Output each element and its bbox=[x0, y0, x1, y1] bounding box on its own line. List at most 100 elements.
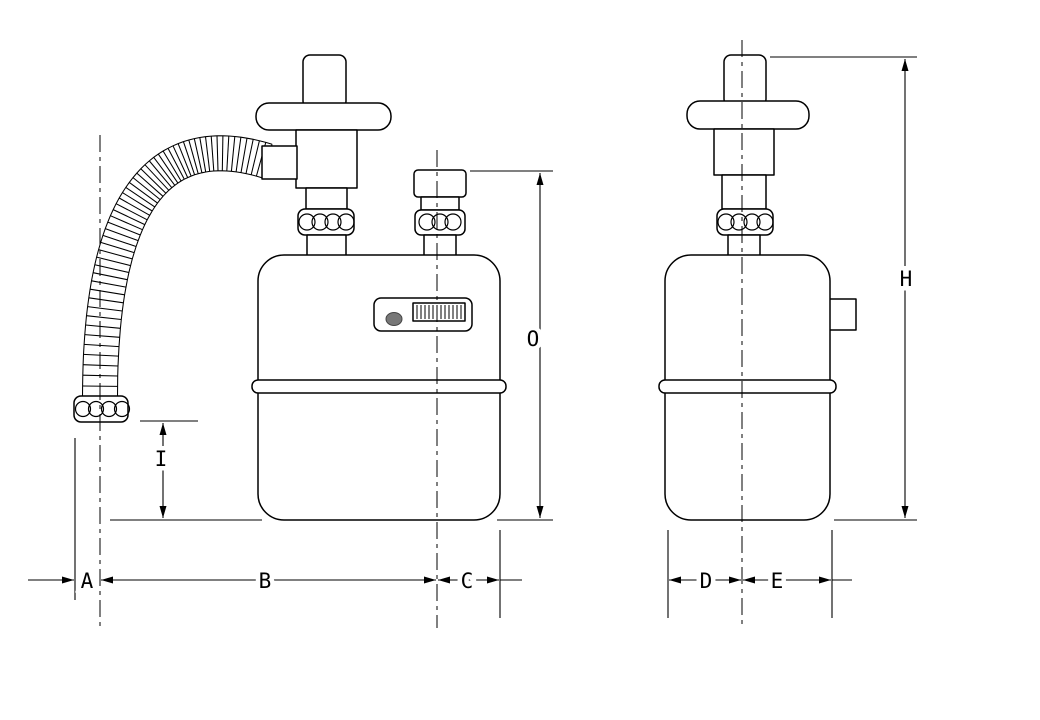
side-inlet-nut bbox=[716, 208, 774, 236]
hose-corrugation-rib bbox=[87, 306, 123, 312]
hose-corrugation-rib bbox=[105, 228, 139, 242]
side-regulator-body bbox=[713, 128, 775, 176]
hose-corrugation-rib bbox=[182, 141, 196, 175]
side-regulator-cap bbox=[686, 100, 810, 130]
hose-corrugation-rib bbox=[188, 139, 199, 174]
hose-corrugation-rib bbox=[221, 135, 224, 171]
hose-corrugation-rib bbox=[167, 148, 185, 180]
hose-corrugation-rib bbox=[125, 186, 156, 208]
dim-label-B: B bbox=[259, 569, 272, 593]
hose-corrugation-rib bbox=[230, 136, 236, 172]
front-outlet-stub bbox=[423, 234, 457, 257]
hose-corrugation-rib bbox=[240, 138, 248, 173]
hose-end-nut-knurl-icon bbox=[87, 400, 105, 418]
hose-corrugation-rib bbox=[84, 343, 120, 348]
extension-lines bbox=[74, 56, 917, 618]
dim-label-E: E bbox=[771, 569, 784, 593]
hose-corrugation-rib bbox=[216, 135, 219, 171]
hose-corrugation-rib bbox=[193, 138, 203, 173]
hose-corrugation-rib bbox=[210, 136, 215, 172]
front-outlet-nut-knurl-icon bbox=[418, 213, 436, 231]
dim-label-A: A bbox=[81, 569, 94, 593]
centerlines bbox=[99, 40, 743, 628]
test-dial-icon bbox=[385, 312, 403, 326]
front-view bbox=[73, 54, 507, 521]
side-outlet-boss bbox=[828, 298, 857, 331]
hose-corrugation-rib bbox=[90, 288, 125, 296]
side-body-seam bbox=[658, 379, 837, 394]
front-outlet-pipe bbox=[420, 196, 460, 211]
hose-corrugation-rib bbox=[162, 150, 182, 182]
hose-corrugation-rib bbox=[144, 164, 170, 191]
hose-corrugation-rib bbox=[85, 324, 121, 329]
hose-corrugation-rib bbox=[148, 160, 173, 189]
side-regulator-neck bbox=[721, 174, 767, 210]
front-inlet-nut-knurl-icon bbox=[337, 213, 355, 231]
hose-corrugation-rib bbox=[112, 209, 146, 226]
hose-corrugation-rib bbox=[115, 203, 148, 221]
side-inlet-nut-knurl-icon bbox=[743, 213, 761, 231]
hose-corrugation-rib bbox=[153, 156, 176, 186]
side-view bbox=[658, 54, 857, 521]
hose-corrugation-rib bbox=[250, 140, 260, 175]
hose-corrugation-rib bbox=[91, 280, 127, 288]
hose-corrugation-rib bbox=[110, 215, 143, 231]
front-hose-elbow bbox=[261, 145, 298, 180]
hose-end-nut-knurl-icon bbox=[113, 400, 131, 418]
side-regulator-stem bbox=[723, 54, 767, 107]
hose-edge bbox=[81, 135, 273, 398]
side-inlet-nut-knurl-icon bbox=[730, 213, 748, 231]
hose-corrugation-rib bbox=[172, 145, 189, 178]
front-inlet-nut-knurl-icon bbox=[324, 213, 342, 231]
hose-corrugation-rib bbox=[204, 136, 211, 172]
flexible-hose-icon bbox=[81, 135, 273, 398]
dimension-lines bbox=[28, 59, 909, 584]
front-outlet-cap bbox=[413, 169, 467, 198]
hose-corrugation-rib bbox=[100, 241, 135, 254]
hose-corrugation-rib bbox=[98, 249, 133, 260]
side-inlet-nut-knurl-icon bbox=[756, 213, 774, 231]
front-outlet-nut-knurl-icon bbox=[444, 213, 462, 231]
front-inlet-nut-knurl-icon bbox=[298, 213, 316, 231]
side-inlet-stub bbox=[727, 234, 761, 257]
front-inlet-nut-knurl-icon bbox=[311, 213, 329, 231]
hose-corrugation-rib bbox=[199, 137, 207, 173]
hose-corrugation-rib bbox=[177, 143, 192, 177]
front-outlet-nut-knurl-icon bbox=[431, 213, 449, 231]
hose-corrugation-rib bbox=[128, 181, 158, 204]
dim-label-D: D bbox=[700, 569, 713, 593]
front-regulator-body bbox=[295, 129, 358, 189]
dim-label-H: H bbox=[900, 267, 913, 291]
hose-corrugation-rib bbox=[86, 315, 122, 321]
hose-corrugation-rib bbox=[83, 364, 119, 367]
front-inlet-stub bbox=[306, 234, 347, 257]
front-inlet-pipe bbox=[305, 187, 348, 210]
front-body-seam bbox=[251, 379, 507, 394]
hose-corrugation-rib bbox=[92, 272, 128, 281]
dim-label-I: I bbox=[155, 447, 168, 471]
hose-corrugation-rib bbox=[157, 153, 179, 184]
hose-corrugation-rib bbox=[84, 334, 120, 338]
dim-label-O: O bbox=[527, 327, 540, 351]
hose-corrugation-rib bbox=[226, 135, 230, 172]
dim-label-C: C bbox=[461, 569, 474, 593]
hose-corrugation-rib bbox=[245, 139, 254, 174]
hose-corrugation-rib bbox=[88, 297, 124, 304]
hose-corrugation-rib bbox=[83, 353, 119, 357]
hose-corrugation-rib bbox=[118, 197, 150, 216]
hose-corrugation-rib bbox=[107, 221, 141, 236]
hose-corrugation-rib bbox=[96, 256, 131, 267]
hose-corrugation-rib bbox=[235, 137, 242, 172]
hose-corrugation-rib bbox=[102, 234, 137, 247]
hose-corrugation-rib bbox=[136, 172, 164, 197]
hose-corrugation-rib bbox=[122, 192, 153, 212]
hose-edge bbox=[116, 170, 263, 398]
front-regulator-cap bbox=[255, 102, 392, 131]
front-inlet-nut bbox=[297, 208, 355, 236]
dimension-labels: A B C D E I O H bbox=[76, 263, 917, 598]
side-inlet-nut-knurl-icon bbox=[717, 213, 735, 231]
hose-end-nut-knurl-icon bbox=[74, 400, 92, 418]
hose-corrugation-rib bbox=[132, 177, 161, 201]
